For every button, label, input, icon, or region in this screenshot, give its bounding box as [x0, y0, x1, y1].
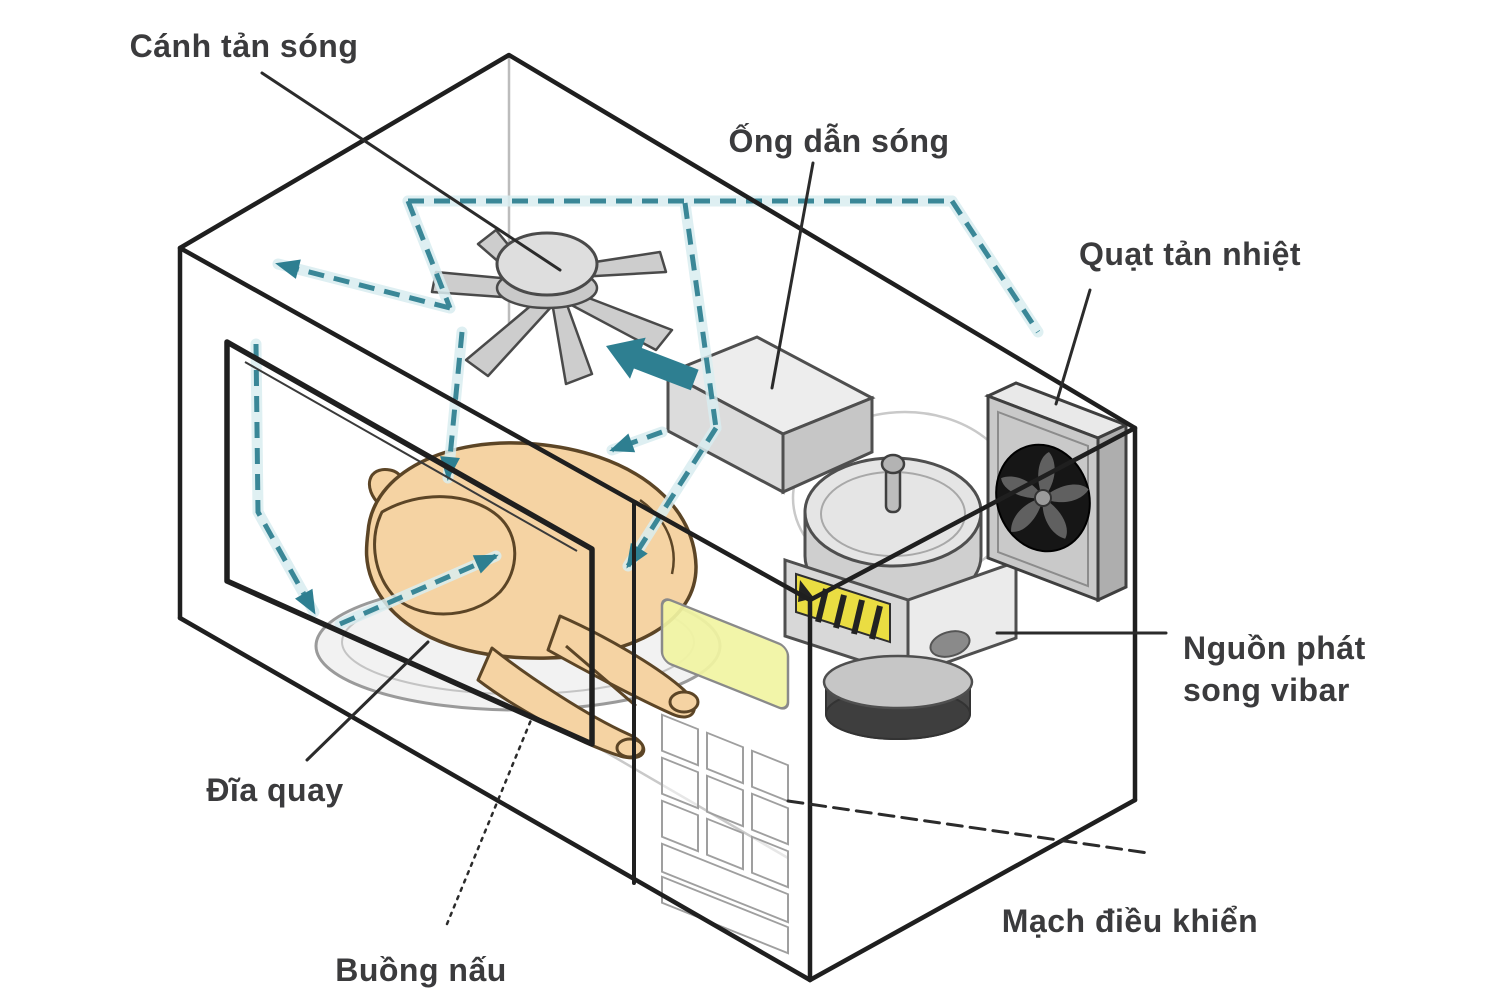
chamber-pointer: [445, 718, 533, 926]
wide-button: [661, 875, 789, 955]
turntable-pointer: [305, 640, 430, 762]
keypad-grid: [661, 713, 789, 955]
control-panel: [660, 598, 790, 955]
waveguide-duct: [664, 335, 876, 495]
wide-button: [661, 842, 789, 924]
door-window-frame: [224, 339, 595, 747]
oven-cabinet-outline: [177, 52, 1138, 983]
waveguide-pointer: [770, 161, 815, 390]
label-cooking-chamber: Buồng nấu: [335, 952, 507, 988]
label-pointers: [260, 71, 1168, 926]
waveguide-big-arrow: [606, 337, 699, 391]
stirrer-fan: [430, 228, 674, 386]
control-board-pointer: [786, 799, 1150, 855]
label-magnetron-line1: Nguồn phát: [1183, 630, 1366, 666]
roast-chicken: [364, 441, 700, 760]
cooling-fan-pointer: [1054, 288, 1092, 406]
display-window: [660, 598, 790, 710]
label-control-board: Mạch điều khiển: [1002, 903, 1258, 939]
label-magnetron-line2: song vibar: [1183, 672, 1350, 708]
label-turntable: Đĩa quay: [206, 772, 343, 808]
magnetron-antenna: [880, 453, 906, 514]
labels: Cánh tản sóng Ống dẫn sóng Quạt tản nhiệ…: [130, 28, 1366, 988]
microwave-rays: [253, 198, 1041, 627]
cooling-fan-unit: [984, 381, 1130, 603]
magnetron: [664, 335, 1019, 740]
fan-blades: [1001, 452, 1089, 539]
label-waveguide: Ống dẫn sóng: [728, 123, 949, 159]
label-cooling-fan: Quạt tản nhiệt: [1079, 236, 1301, 272]
stirrer-pointer: [260, 71, 562, 272]
label-stirrer: Cánh tản sóng: [130, 28, 359, 64]
warning-sticker: [795, 572, 891, 644]
